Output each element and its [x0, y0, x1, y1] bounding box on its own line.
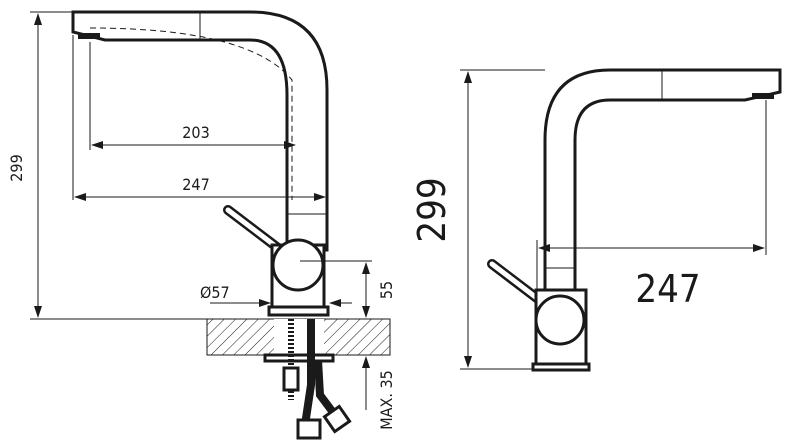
height-label: 299: [410, 177, 454, 242]
handle-knob: [271, 238, 325, 292]
handle-height-label: 55: [377, 281, 396, 299]
spout-reach-label: 203: [182, 123, 209, 142]
handle-knob: [534, 294, 586, 346]
hose-fitting-1: [296, 418, 322, 440]
hose-fitting-2: [322, 404, 352, 434]
max-thickness-label: MAX. 35: [377, 370, 396, 430]
mounting-plate: [263, 353, 335, 363]
right-faucet-view: 299 247: [410, 68, 782, 372]
base-flange: [531, 362, 591, 372]
hose-1: [301, 319, 315, 426]
spout: [543, 68, 782, 292]
hose-2: [314, 359, 339, 418]
base-flange: [267, 305, 330, 317]
nut: [282, 366, 300, 392]
total-reach-label: 247: [182, 175, 209, 194]
aerator: [78, 33, 100, 39]
reach-label: 247: [635, 267, 700, 311]
aerator: [752, 93, 774, 99]
hose-centerline: [89, 27, 293, 200]
height-label: 299: [7, 154, 26, 181]
countertop-hole: [274, 319, 324, 355]
diameter-label: Ø57: [200, 283, 230, 302]
left-faucet-view: 299 203 247 Ø57 55 MAX. 35: [7, 10, 396, 440]
